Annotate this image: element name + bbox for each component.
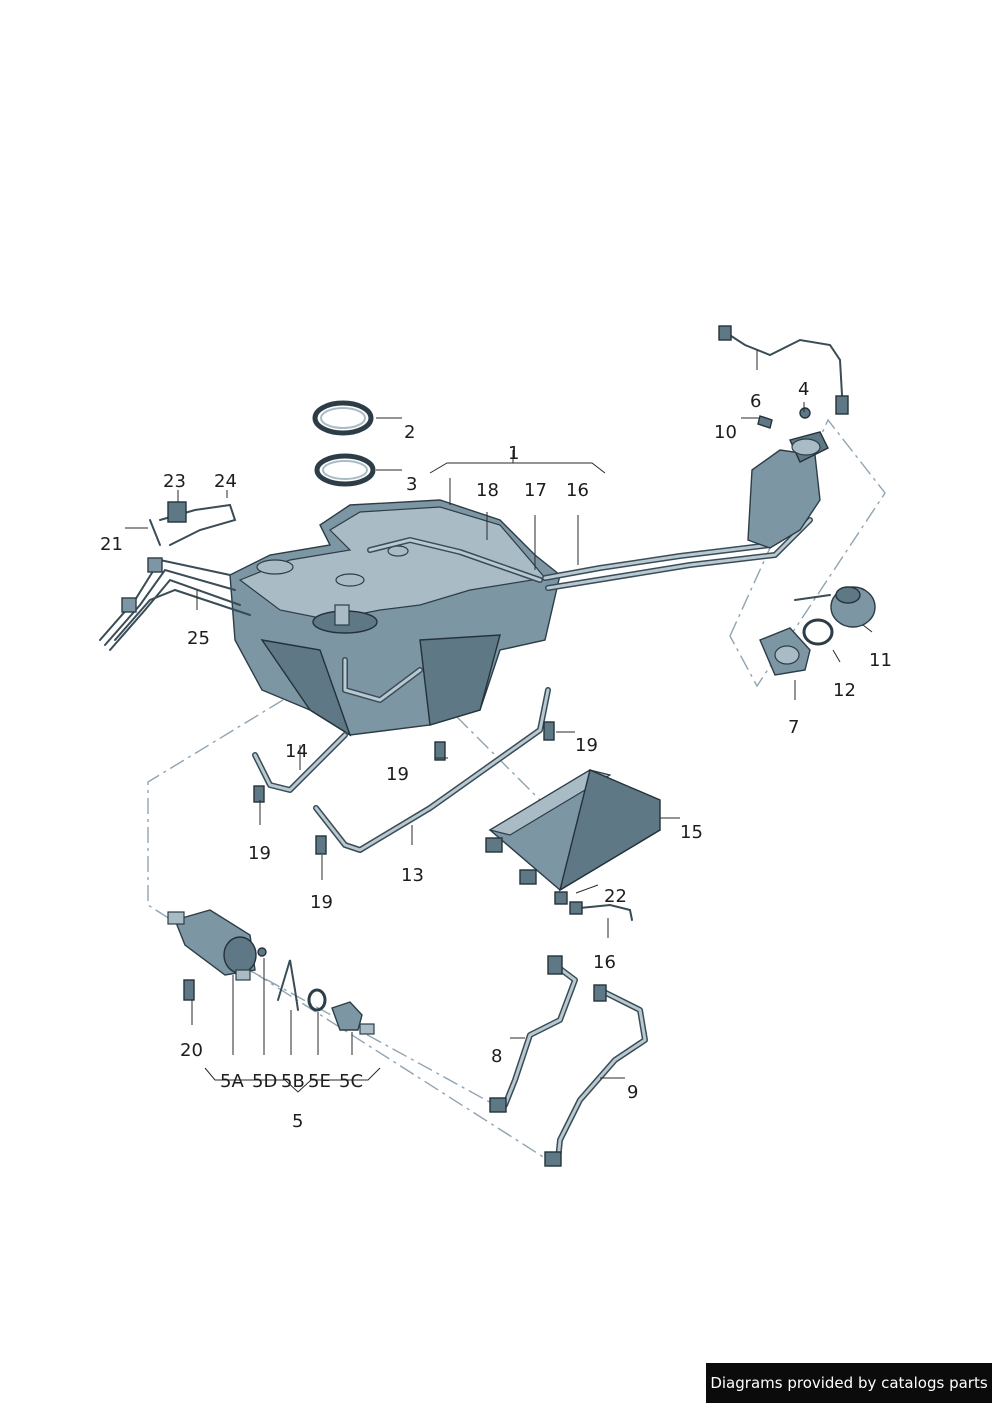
fuel-lines-left — [99, 501, 251, 651]
label-19-b: 19 — [575, 735, 598, 756]
label-15: 15 — [680, 822, 703, 843]
label-25: 25 — [187, 628, 210, 649]
label-5D: 5D — [252, 1071, 277, 1092]
label-5C: 5C — [339, 1071, 363, 1092]
bolts — [183, 721, 555, 1001]
callout-labels: 1 2 3 18 17 16 6 4 10 11 12 7 23 24 21 2… — [100, 379, 892, 1132]
label-9: 9 — [627, 1082, 638, 1103]
label-5: 5 — [292, 1111, 303, 1132]
label-7: 7 — [788, 717, 799, 738]
label-5E: 5E — [308, 1071, 331, 1092]
label-20: 20 — [180, 1040, 203, 1061]
filler-cap-parts — [759, 586, 876, 676]
label-22: 22 — [604, 886, 627, 907]
fuel-tank — [229, 499, 561, 737]
label-6: 6 — [750, 391, 761, 412]
label-5A: 5A — [220, 1071, 244, 1092]
label-19-c: 19 — [248, 843, 271, 864]
label-11: 11 — [869, 650, 892, 671]
retaining-straps — [252, 687, 551, 853]
label-14: 14 — [285, 741, 308, 762]
fuel-filter-assembly — [167, 909, 375, 1035]
credit-text: Diagrams provided by catalogs parts — [710, 1374, 988, 1392]
label-8: 8 — [491, 1046, 502, 1067]
label-12: 12 — [833, 680, 856, 701]
leader-lines — [125, 350, 873, 1093]
label-3: 3 — [406, 474, 417, 495]
label-2: 2 — [404, 422, 415, 443]
label-5B: 5B — [281, 1071, 305, 1092]
label-24: 24 — [214, 471, 237, 492]
label-19-a: 19 — [386, 764, 409, 785]
credit-banner: Diagrams provided by catalogs parts — [706, 1363, 992, 1403]
label-13: 13 — [401, 865, 424, 886]
label-16-top: 16 — [566, 480, 589, 501]
lock-rings — [312, 400, 376, 487]
label-4: 4 — [798, 379, 809, 400]
charcoal-canister — [485, 769, 662, 905]
filler-pipe — [542, 431, 829, 591]
evap-hoses — [489, 901, 648, 1167]
label-1: 1 — [508, 443, 519, 464]
label-19-d: 19 — [310, 892, 333, 913]
label-23: 23 — [163, 471, 186, 492]
sender-wiring — [718, 325, 849, 429]
label-18: 18 — [476, 480, 499, 501]
label-21: 21 — [100, 534, 123, 555]
label-10: 10 — [714, 422, 737, 443]
label-16-bottom: 16 — [593, 952, 616, 973]
label-17: 17 — [524, 480, 547, 501]
